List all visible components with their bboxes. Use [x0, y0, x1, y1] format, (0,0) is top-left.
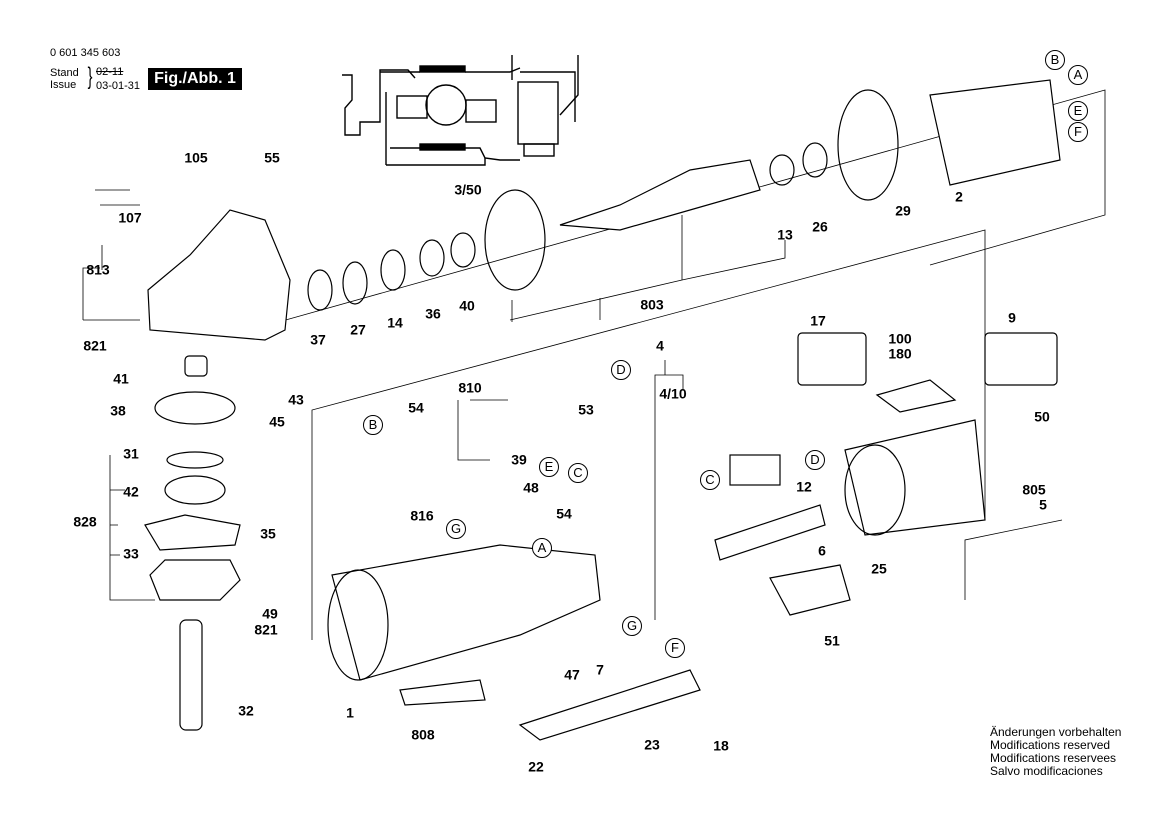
connector-marker-a-top: A — [1068, 65, 1088, 85]
part-label-32: 32 — [238, 702, 254, 719]
part-label-48: 48 — [523, 479, 539, 496]
part-label-805: 805 — [1022, 481, 1046, 498]
note-en: Modifications reserved — [990, 738, 1111, 752]
part-label-2: 2 — [955, 188, 963, 205]
part-label-33: 33 — [123, 545, 139, 562]
connector-marker-b-mid: B — [363, 415, 383, 435]
connector-marker-a-mid: A — [532, 538, 552, 558]
part-label-821a: 821 — [83, 337, 107, 354]
part-label-45: 45 — [269, 413, 285, 430]
part-label-4-10: 4/10 — [659, 385, 687, 402]
connector-marker-f-top: F — [1068, 122, 1088, 142]
part-label-50: 50 — [1034, 408, 1050, 425]
connector-marker-e-top: E — [1068, 101, 1088, 121]
note-es: Salvo modificaciones — [990, 764, 1103, 778]
part-label-53: 53 — [578, 401, 594, 418]
connector-marker-g-mid: G — [446, 519, 466, 539]
part-label-43: 43 — [288, 391, 304, 408]
part-label-38: 38 — [110, 402, 126, 419]
part-label-42: 42 — [123, 483, 139, 500]
connector-marker-f-low: F — [665, 638, 685, 658]
note-fr: Modifications reservees — [990, 751, 1117, 765]
part-label-12: 12 — [796, 478, 812, 495]
part-label-26: 26 — [812, 218, 828, 235]
modification-notes: Änderungen vorbehalten Modifications res… — [990, 726, 1121, 778]
part-label-5: 5 — [1039, 496, 1047, 513]
part-label-9: 9 — [1008, 309, 1016, 326]
part-label-6: 6 — [818, 542, 826, 559]
part-label-47: 47 — [564, 666, 580, 683]
part-label-22: 22 — [528, 758, 544, 775]
part-label-107: 107 — [118, 209, 142, 226]
part-label-54b: 54 — [556, 505, 572, 522]
issue-date: 03-01-31 — [96, 80, 141, 92]
wiring-schematic — [342, 55, 579, 166]
part-label-41: 41 — [113, 370, 129, 387]
connector-marker-d-mid: D — [611, 360, 631, 380]
part-label-816: 816 — [410, 507, 434, 524]
note-de: Änderungen vorbehalten — [990, 725, 1122, 739]
document-number: 0 601 345 603 — [50, 47, 121, 59]
part-label-25: 25 — [871, 560, 887, 577]
part-label-813: 813 — [86, 261, 110, 278]
part-label-13: 13 — [777, 226, 793, 243]
connector-marker-c-mid: C — [568, 463, 588, 483]
part-label-54a: 54 — [408, 399, 424, 416]
part-label-105: 105 — [184, 149, 208, 166]
part-label-40: 40 — [459, 297, 475, 314]
part-label-37: 37 — [310, 331, 326, 348]
part-label-14: 14 — [387, 314, 403, 331]
part-label-4: 4 — [656, 337, 664, 354]
part-label-27: 27 — [350, 321, 366, 338]
part-label-55: 55 — [264, 149, 280, 166]
figure-badge: Fig./Abb. 1 — [148, 68, 242, 90]
part-label-23: 23 — [644, 736, 660, 753]
part-label-17: 17 — [810, 312, 826, 329]
part-label-35: 35 — [260, 525, 276, 542]
part-label-39: 39 — [511, 451, 527, 468]
part-shapes — [144, 79, 1061, 741]
part-label-3-50: 3/50 — [454, 181, 482, 198]
part-label-180: 180 — [888, 345, 912, 362]
connector-marker-b-top: B — [1045, 50, 1065, 70]
connector-marker-c-right: C — [700, 470, 720, 490]
part-label-18: 18 — [713, 737, 729, 754]
part-label-29: 29 — [895, 202, 911, 219]
part-label-810: 810 — [458, 379, 482, 396]
part-label-1: 1 — [346, 704, 354, 721]
part-label-49: 49 — [262, 605, 278, 622]
connector-marker-g-low: G — [622, 616, 642, 636]
stand-label: Stand — [50, 67, 79, 79]
part-label-803: 803 — [640, 296, 664, 313]
part-label-36: 36 — [425, 305, 441, 322]
brace-icon: } — [87, 63, 93, 90]
part-label-100: 100 — [888, 330, 912, 347]
issue-label: Issue — [50, 79, 77, 91]
stand-date-struck: 02-11 — [96, 66, 124, 78]
part-label-828: 828 — [73, 513, 97, 530]
connector-marker-d-right: D — [805, 450, 825, 470]
part-label-31: 31 — [123, 445, 139, 462]
connector-marker-e-mid: E — [539, 457, 559, 477]
part-label-51: 51 — [824, 632, 840, 649]
part-label-7: 7 — [596, 661, 604, 678]
part-label-821b: 821 — [254, 621, 278, 638]
part-label-808: 808 — [411, 726, 435, 743]
